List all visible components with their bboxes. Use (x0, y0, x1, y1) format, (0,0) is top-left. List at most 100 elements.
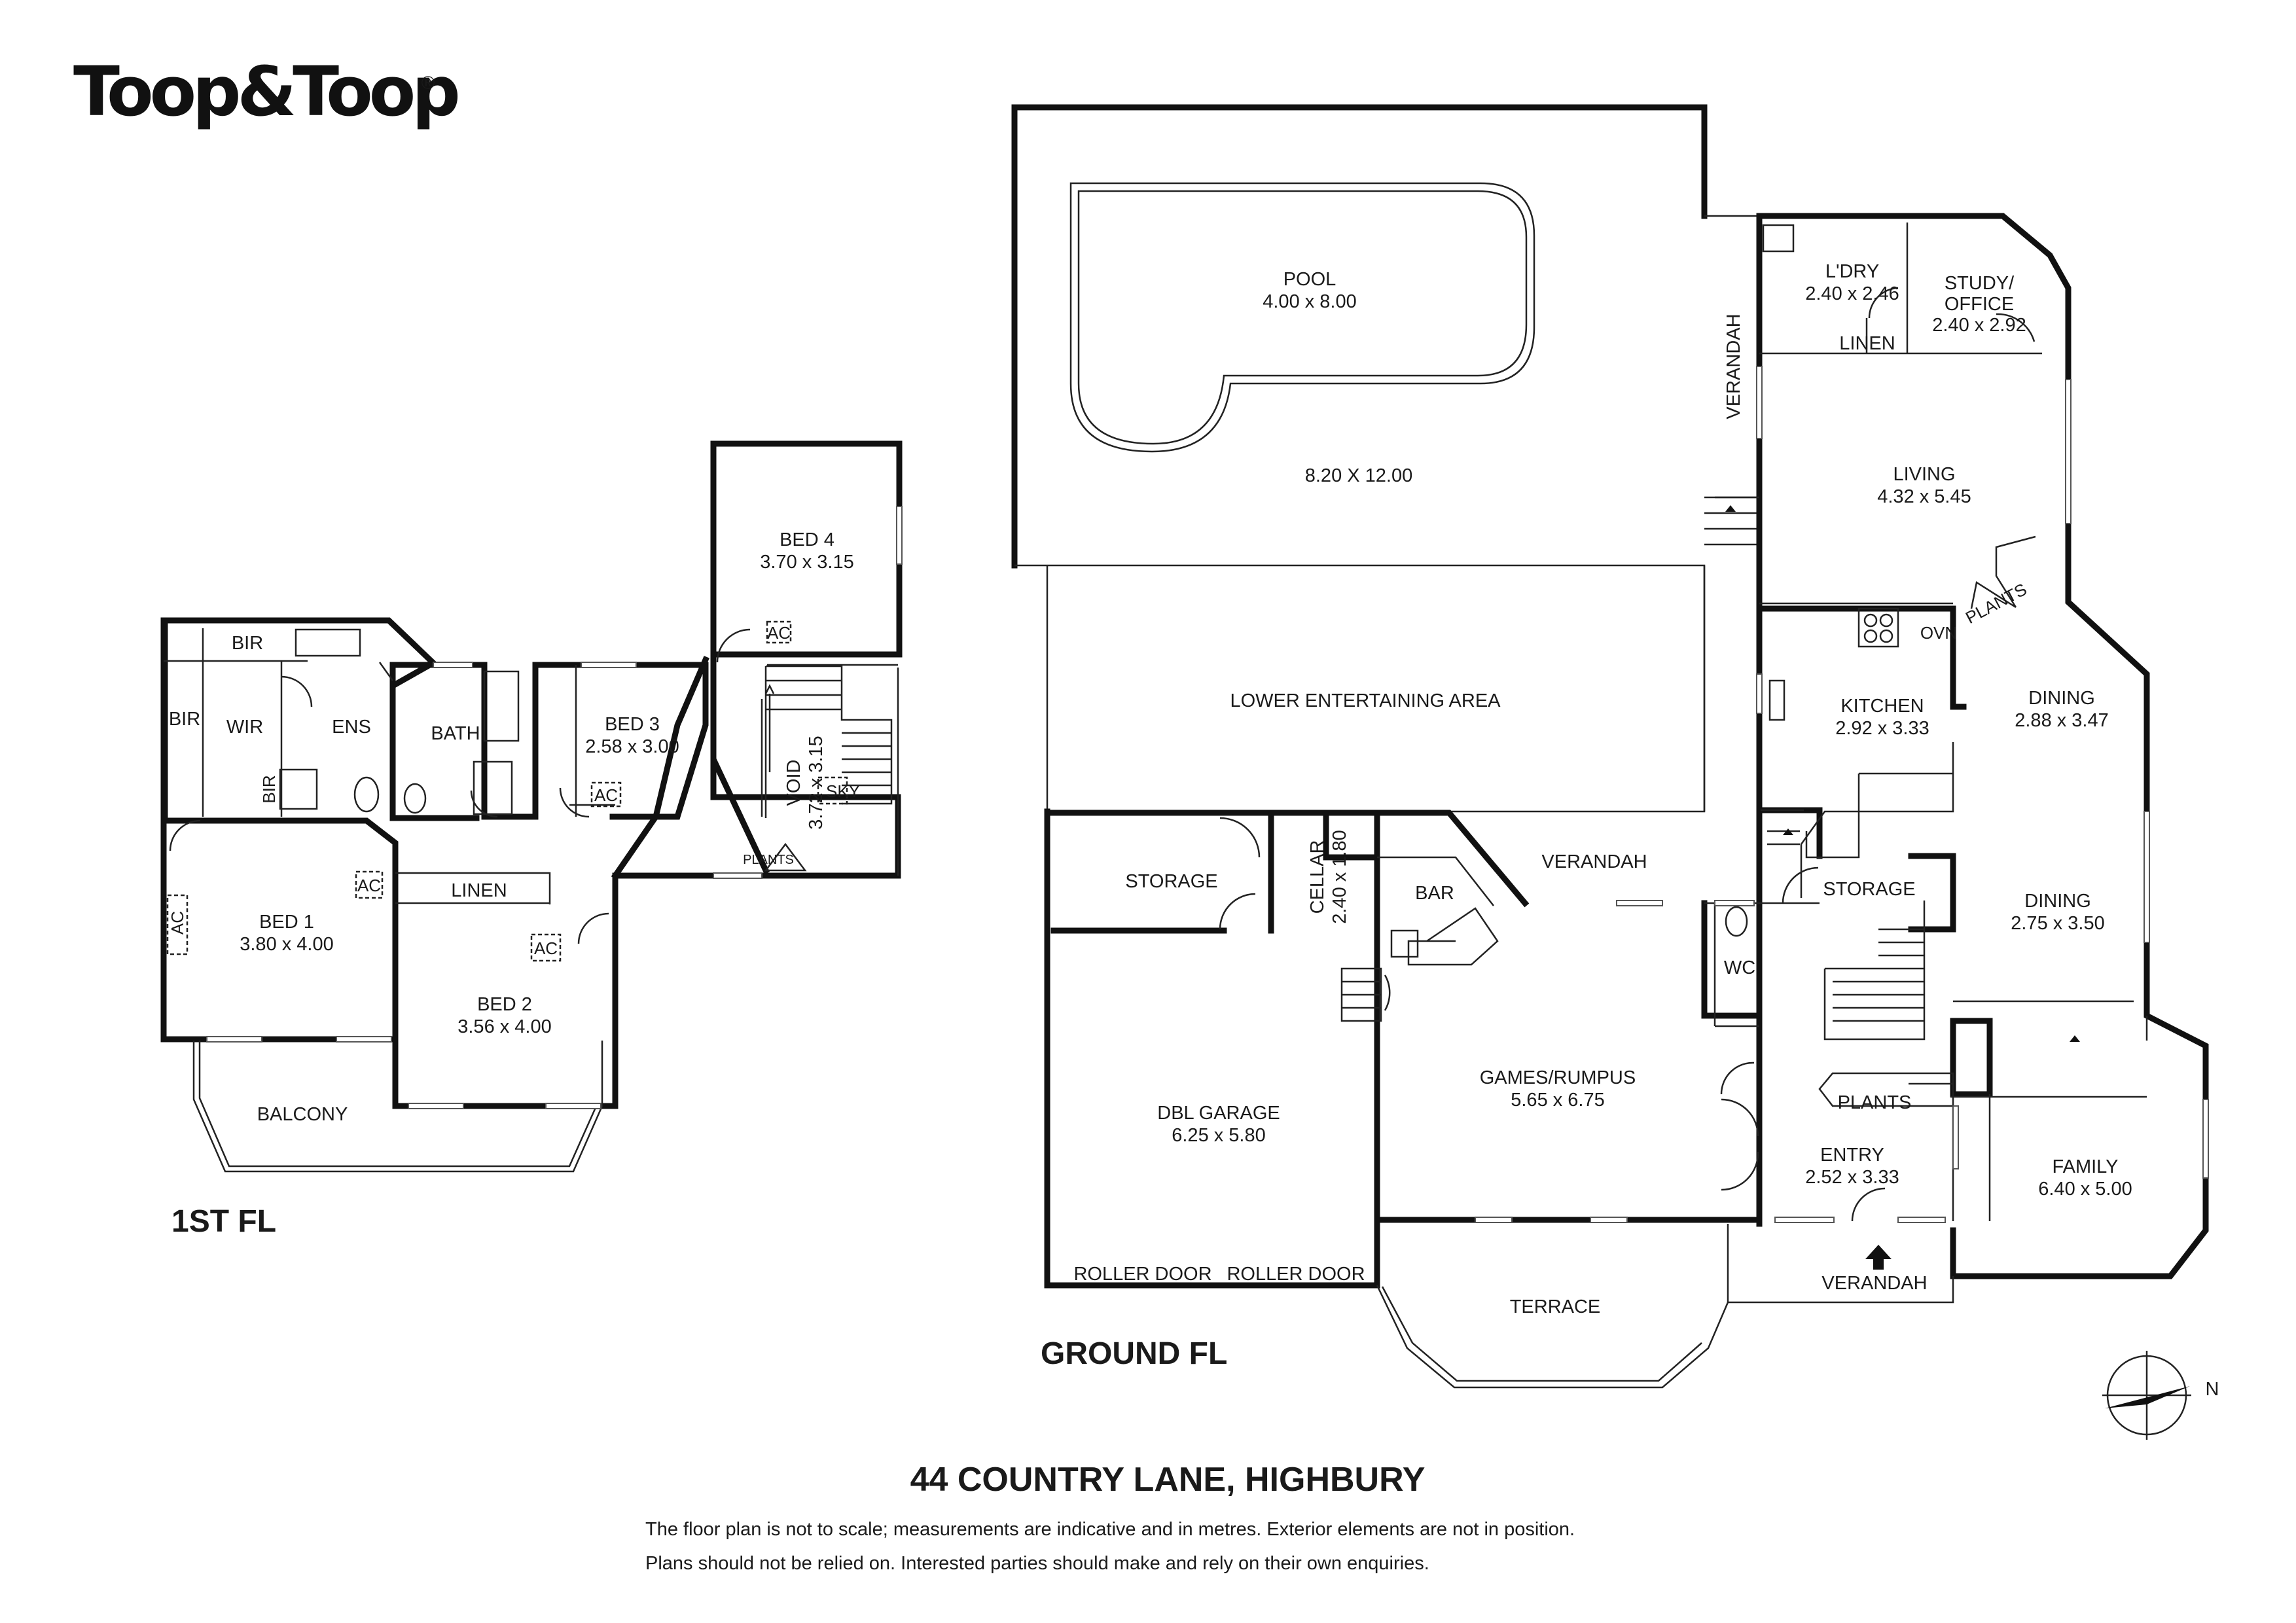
roller-door-right-label: ROLLER DOOR (1227, 1264, 1365, 1285)
dining2-name: DINING (2024, 891, 2091, 912)
bath-label: BATH (431, 723, 480, 744)
ground-inner-walls (1050, 807, 1993, 1097)
brand-logo: Toop&Toop ® (73, 52, 461, 132)
bed4-name: BED 4 (780, 529, 834, 550)
bed2-dims: 3.56 x 4.00 (457, 1016, 552, 1037)
dining2-dims: 2.75 x 3.50 (2011, 913, 2105, 934)
bir-top-label: BIR (232, 633, 263, 654)
property-address: 44 COUNTRY LANE, HIGHBURY (910, 1461, 1426, 1499)
first-floor-plan: BED 4 3.70 x 3.15 BED 3 2.58 x 3.00 BED … (160, 440, 903, 1239)
garage-dims: 6.25 x 5.80 (1172, 1125, 1266, 1146)
ac-landing: AC (357, 876, 381, 895)
ground-linen-label: LINEN (1839, 333, 1895, 354)
bed4-inner-wall (710, 651, 770, 874)
entry-storage-label: STORAGE (1823, 879, 1915, 900)
first-floor-fixtures (279, 628, 520, 815)
ground-floor-plan: POOL 4.00 x 8.00 8.20 X 12.00 L'DRY 2.40… (1011, 104, 2209, 1389)
games-dims: 5.65 x 6.75 (1511, 1090, 1605, 1111)
ens-label: ENS (332, 717, 371, 738)
cellar-name: CELLAR (1307, 840, 1328, 914)
north-label: N (2206, 1379, 2219, 1400)
ac-bed4: AC (767, 623, 791, 643)
void-dims: 3.72 x 3.15 (806, 736, 827, 830)
bed3-dims: 2.58 x 3.00 (585, 736, 679, 757)
first-floor-internal-walls (164, 628, 899, 904)
bed3-name: BED 3 (605, 714, 660, 735)
ground-floor-internal-walls (1377, 223, 2148, 1221)
ground-doors (1219, 287, 2036, 1222)
bir-small-label: BIR (259, 775, 279, 803)
garage-storage-label: STORAGE (1125, 871, 1217, 892)
study-dims: 2.40 x 2.92 (1932, 315, 2026, 336)
cellar-dims: 2.40 x 1.80 (1329, 830, 1350, 924)
games-name: GAMES/RUMPUS (1480, 1067, 1636, 1088)
first-floor-stairs (764, 665, 893, 818)
ac-bed3: AC (594, 785, 618, 805)
first-floor-windows (206, 506, 903, 1109)
kitchen-dims: 2.92 x 3.33 (1835, 718, 1929, 739)
pool-area-wall (1011, 104, 1708, 569)
living-name: LIVING (1893, 464, 1955, 485)
study-name-line2: OFFICE (1945, 294, 2014, 315)
pool-name: POOL (1283, 269, 1336, 290)
bir-left-label: BIR (169, 709, 200, 730)
first-floor-doors (169, 628, 751, 944)
bar-label: BAR (1415, 883, 1454, 904)
laundry-dims: 2.40 x 2.46 (1805, 283, 1899, 304)
void-name: VOID (783, 760, 804, 806)
lower-entertaining-label: LOWER ENTERTAINING AREA (1230, 690, 1501, 711)
laundry-name: L'DRY (1825, 261, 1879, 282)
entry-plants-label: PLANTS (1838, 1092, 1912, 1113)
family-dims: 6.40 x 5.00 (2038, 1179, 2132, 1200)
oven-label: OVN (1920, 623, 1957, 643)
pool-dims: 4.00 x 8.00 (1263, 291, 1357, 312)
logo-text: Toop&Toop (73, 52, 457, 132)
bath-wall (389, 684, 480, 821)
ground-stairs (1340, 496, 1924, 1022)
wir-label: WIR (226, 717, 263, 738)
sky-label: SKY (826, 781, 860, 801)
pool-area-outline (1014, 564, 1706, 813)
kitchen-name: KITCHEN (1840, 696, 1924, 717)
stair-arrow-entry (1783, 829, 1793, 835)
side-verandah-label: VERANDAH (1541, 851, 1647, 872)
ground-windows (1475, 366, 2209, 1223)
balcony-label: BALCONY (257, 1104, 348, 1125)
entry-dims: 2.52 x 3.33 (1805, 1167, 1899, 1188)
linen-label: LINEN (451, 880, 507, 901)
bedroom1-wall (160, 817, 399, 1043)
bed2-name: BED 2 (477, 994, 532, 1015)
garage-bar-wall (1044, 808, 1763, 1289)
pool-shape (1069, 182, 1535, 453)
wc-label: WC (1724, 957, 1755, 978)
void-plants-label: PLANTS (743, 853, 794, 867)
front-verandah-label: VERANDAH (1821, 1273, 1927, 1294)
living-dims: 4.32 x 5.45 (1877, 486, 1971, 507)
ac-bed2: AC (534, 938, 558, 958)
family-name: FAMILY (2053, 1156, 2119, 1177)
front-verandah-outline (1728, 1276, 1954, 1304)
disclaimer-line-1: The floor plan is not to scale; measurem… (645, 1519, 1575, 1540)
ground-floor-outer-wall (1756, 213, 2209, 1279)
rear-verandah-label: VERANDAH (1723, 313, 1744, 419)
stair-arrow-family (2070, 1035, 2080, 1042)
ac-bed1: AC (168, 911, 187, 935)
terrace-label: TERRACE (1510, 1296, 1601, 1317)
entry-arrow (1865, 1245, 1892, 1270)
ac-markers-first-floor (166, 620, 848, 962)
stair-arrow-living (1725, 505, 1736, 512)
registered-mark: ® (422, 73, 435, 93)
first-floor-label: 1ST FL (171, 1204, 276, 1239)
entry-name: ENTRY (1820, 1145, 1884, 1166)
garage-name: DBL GARAGE (1157, 1103, 1280, 1124)
ground-fixtures (1390, 224, 1899, 958)
ground-floor-label: GROUND FL (1041, 1336, 1227, 1371)
dining1-name: DINING (2028, 688, 2095, 709)
compass: N (2102, 1351, 2219, 1440)
bed1-name: BED 1 (259, 912, 314, 933)
balcony-outline (192, 1041, 603, 1173)
roller-door-left-label: ROLLER DOOR (1073, 1264, 1211, 1285)
north-arrow-icon (2105, 1386, 2190, 1408)
disclaimer-line-2: Plans should not be relied on. Intereste… (645, 1553, 1429, 1574)
